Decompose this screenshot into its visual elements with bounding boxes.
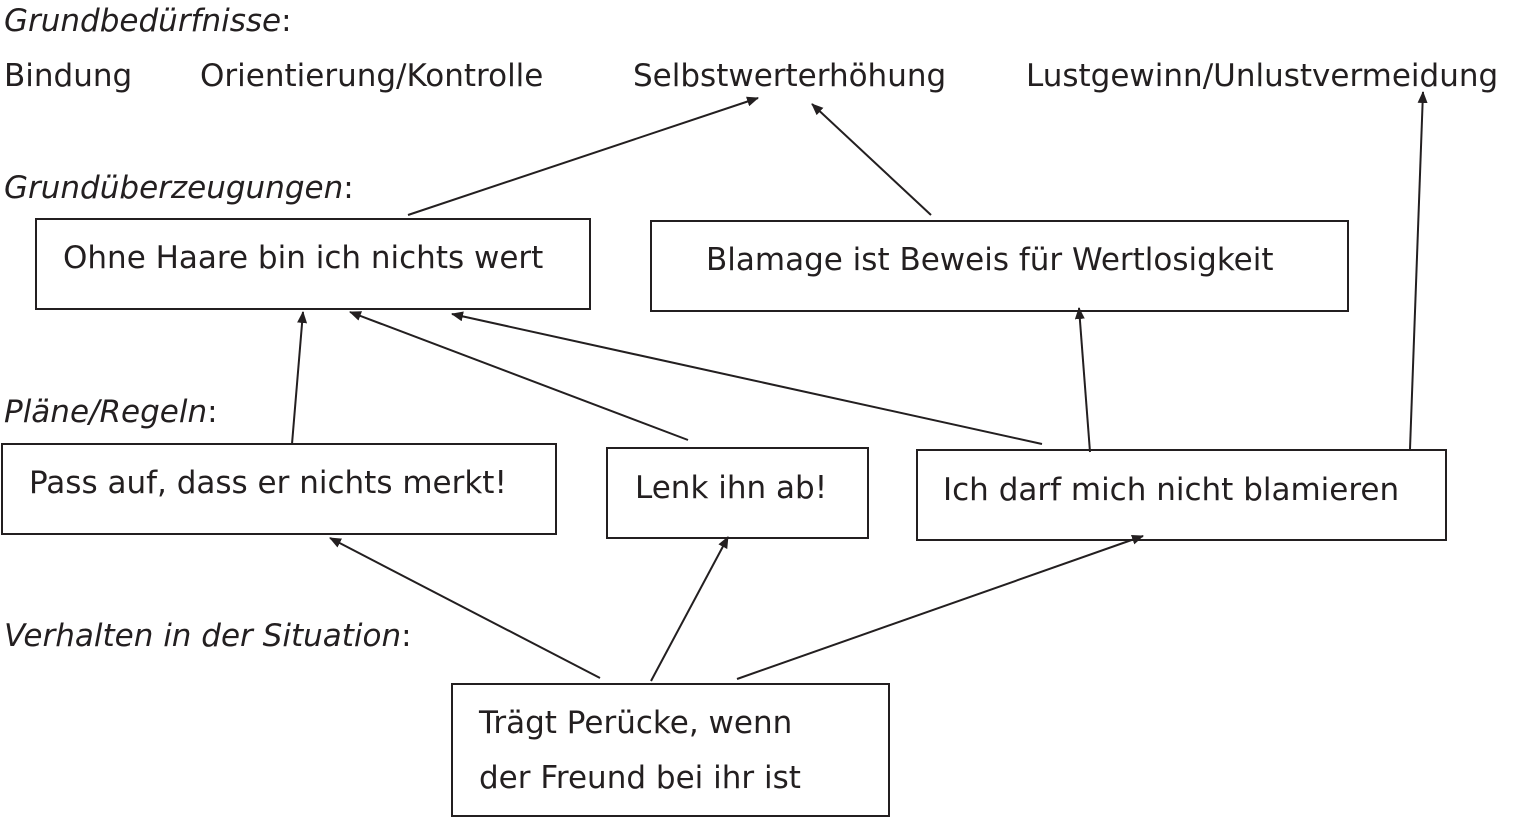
arrow-behavior-to-lenkab [650,536,729,682]
arrow-lenkab-to-ohne-haare [349,311,689,441]
arrow-blamieren-to-ohne-haare [451,311,1043,445]
plan-text-nicht-blamieren: Ich darf mich nicht blamieren [943,472,1400,508]
need-bindung: Bindung [4,58,133,94]
behavior-box [451,683,890,817]
heading-plaene-regeln: Pläne/Regeln: [4,394,218,430]
arrow-passauf-to-ohne-haare [291,311,308,445]
heading-grundbeduerfnisse: Grundbedürfnisse: [4,3,292,39]
heading-grundueberzeugungen: Grundüberzeugungen: [4,170,354,206]
belief-text-ohne-haare: Ohne Haare bin ich nichts wert [63,240,544,276]
need-selbstwerterhoehung: Selbstwerterhöhung [633,58,947,94]
plan-text-lenk-ab: Lenk ihn ab! [635,470,828,506]
need-orientierung-kontrolle: Orientierung/Kontrolle [200,58,544,94]
arrow-behavior-to-passauf [329,537,601,679]
belief-box-ohne-haare [35,218,591,310]
arrow-blamieren-to-blamage [1074,307,1091,453]
plan-box-nicht-blamieren [916,449,1447,541]
belief-box-blamage [650,220,1349,312]
arrow-blamage-to-selbstwert [811,103,932,216]
need-lustgewinn-unlustvermeidung: Lustgewinn/Unlustvermeidung [1026,58,1499,94]
behavior-text-line1: Trägt Perücke, wenn [479,705,793,741]
heading-verhalten: Verhalten in der Situation: [4,618,412,654]
plan-text-pass-auf: Pass auf, dass er nichts merkt! [29,465,507,501]
belief-text-blamage: Blamage ist Beweis für Wertlosigkeit [706,242,1274,278]
behavior-text-line2: der Freund bei ihr ist [479,760,801,796]
arrow-behavior-to-blamieren [736,534,1144,680]
plan-box-lenk-ab [606,447,869,539]
plan-box-pass-auf [1,443,557,535]
arrow-blamieren-to-lustgewinn [1409,91,1428,450]
arrow-ohne-haare-to-selbstwert [407,96,759,216]
